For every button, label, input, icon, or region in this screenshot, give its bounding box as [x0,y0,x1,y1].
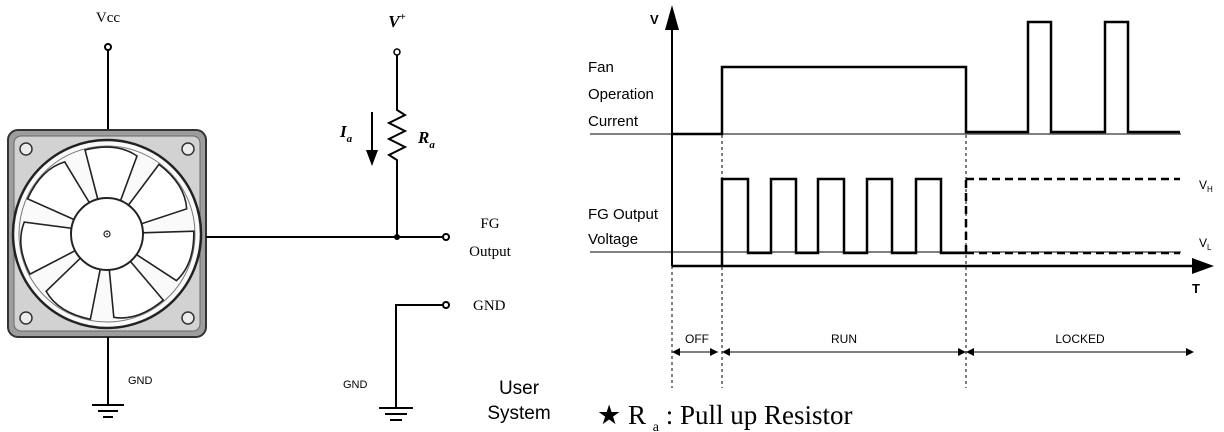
footnote-colon: : [666,400,674,430]
user-gnd-wire [395,304,443,408]
phase-label-locked: LOCKED [1055,332,1105,346]
vh-label: VH [1199,178,1213,194]
user-system-label-line1: User [499,378,540,399]
fan-blade [84,146,138,203]
vplus-label: V+ [388,11,406,31]
ra-label: Ra [417,128,435,151]
fg-output-label-line2: Output [469,244,512,260]
vl-label: VL [1199,236,1212,252]
fan-blade [26,160,92,221]
t-axis-arrow [1192,258,1214,274]
fg-voltage-label-line1: FG Output [588,206,659,223]
fg-output-terminal [442,233,450,241]
fan-current-label-line3: Current [588,113,639,130]
user-gnd-label: GND [473,298,506,314]
fan-blade [134,230,195,282]
current-arrow-head [366,150,378,166]
junction-dot [394,234,400,240]
fan-gnd-label: GND [128,375,153,387]
phase-dimension-run [722,348,966,356]
fan-current-waveform [672,20,1180,136]
user-ground-symbol [379,407,413,421]
resistor-gnd-label: GND [343,379,368,391]
star-icon: ★ [597,400,621,430]
fan-blade [19,221,77,276]
fan-blade [126,163,188,226]
v-axis-arrow [665,5,679,30]
footnote-text: Pull up Resistor [680,400,853,430]
footnote-r: R [628,400,646,430]
footnote-r-sub: a [653,420,660,432]
fan-blade [108,259,165,319]
v-axis-label: V [650,12,659,27]
fan-current-label-line1: Fan [588,59,614,76]
t-axis-label: T [1192,281,1200,296]
vcc-label: Vcc [96,10,120,26]
circuit: Vcc GND V+ [7,10,551,424]
fan-icon [7,129,207,338]
vcc-terminal [104,43,112,51]
pull-up-resistor [386,55,408,237]
phase-label-run: RUN [831,332,857,346]
timing-diagram: V T Fan Operation Current FG Output Volt… [588,5,1214,388]
phase-dimension-locked [966,348,1194,356]
footnote: ★ R a : Pull up Resistor [597,400,853,432]
fan-blade [45,256,102,321]
user-gnd-terminal [442,301,450,309]
fg-output-label-line1: FG [480,216,499,232]
ia-label: Ia [339,122,353,145]
fg-voltage-label-line2: Voltage [588,231,638,248]
phase-dimension-off [672,348,718,356]
fg-voltage-waveform [720,177,966,266]
user-system-label-line2: System [487,403,550,424]
fan-current-label-line2: Operation [588,86,654,103]
vplus-terminal [393,48,401,56]
phase-label-off: OFF [685,332,709,346]
fan-ground-symbol [92,404,124,418]
